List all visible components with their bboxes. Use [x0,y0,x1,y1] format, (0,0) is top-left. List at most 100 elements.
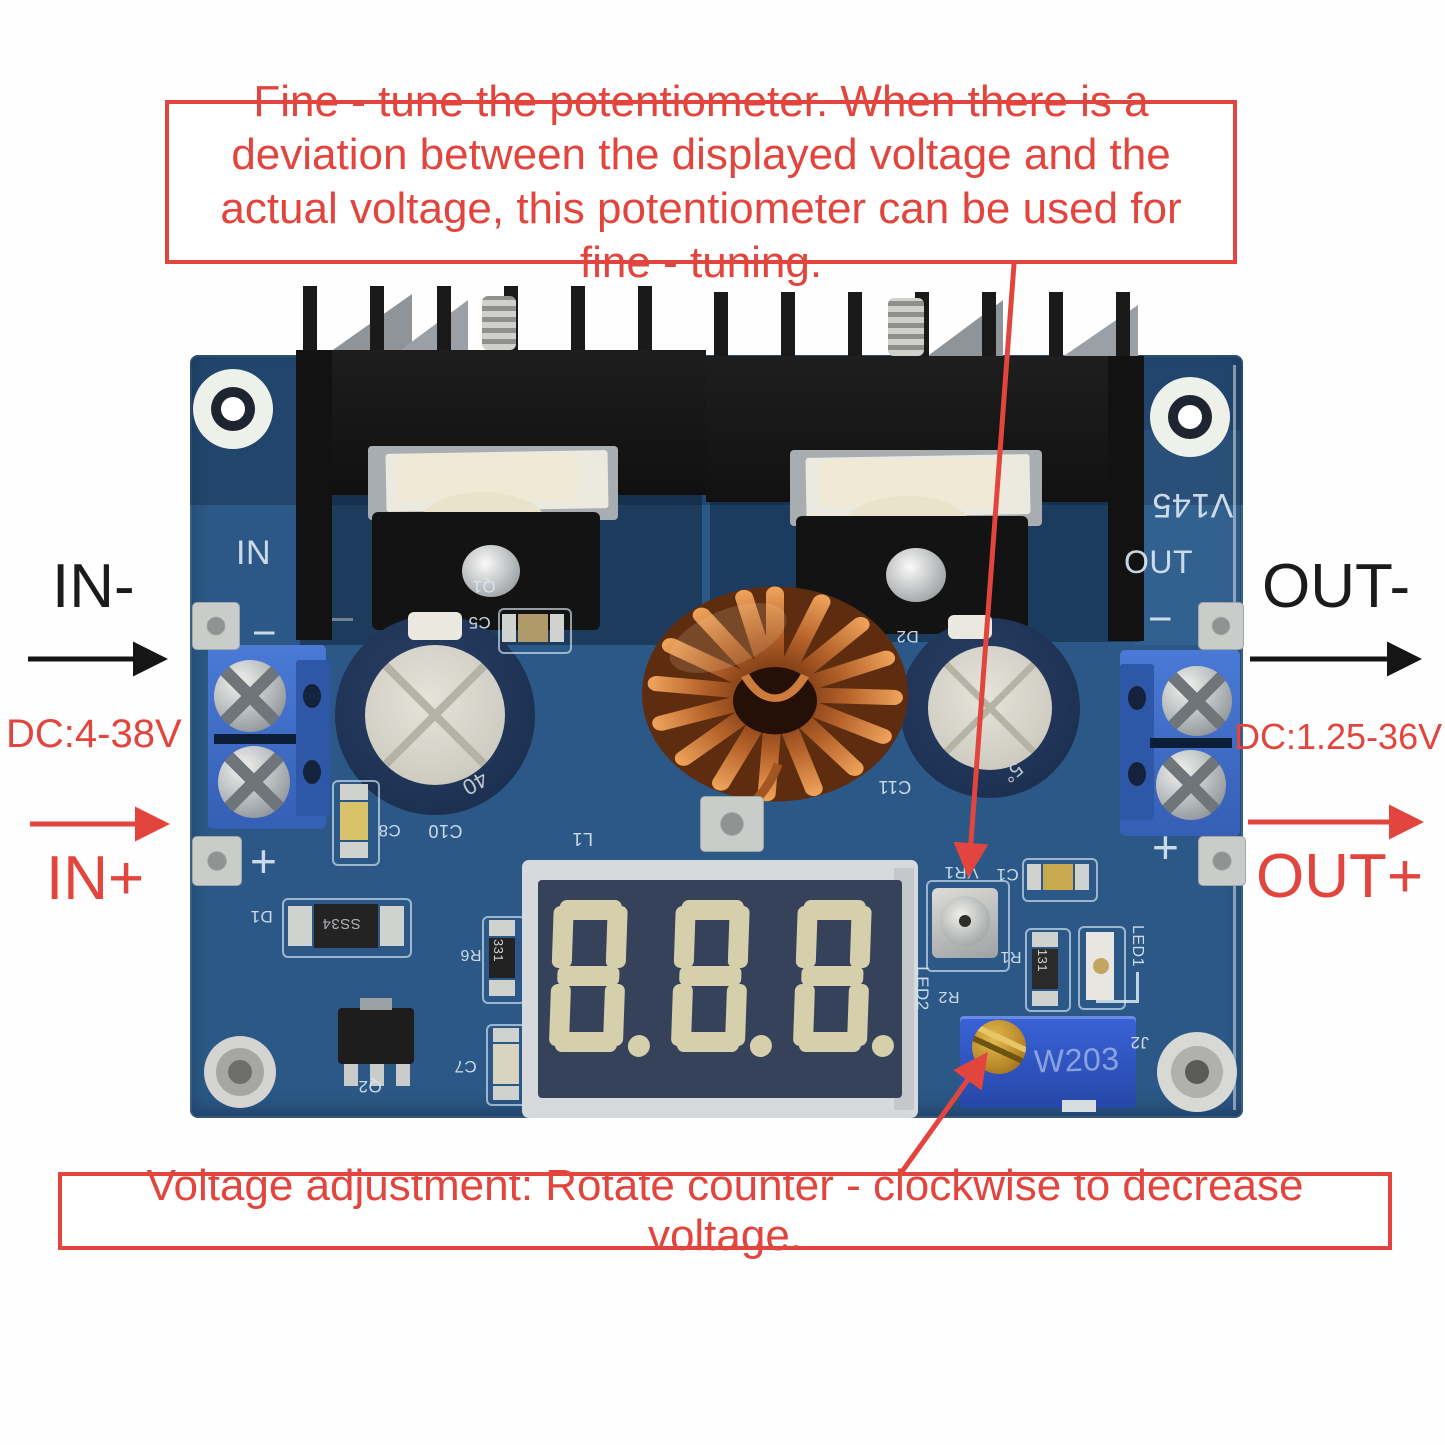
vr1-potentiometer-outline [926,880,1010,972]
r6-pad [489,920,515,936]
silkscreen-corner-bracket [1096,972,1139,1003]
d1-pad [288,906,312,946]
annotation-bottom-box: Voltage adjustment: Rotate counter - clo… [58,1161,1392,1260]
segment [681,900,744,920]
segment [551,906,574,968]
input-terminal-divider [214,734,296,744]
label-input-range: DC:4-38V [6,712,182,756]
led1-die [1093,958,1109,974]
seven-segment-display [522,860,918,1118]
segment [673,906,696,968]
output-pad-minus [1198,602,1244,650]
annotation-top-box: Fine - tune the potentiometer. When ther… [165,77,1237,287]
q2-tab [360,998,392,1010]
output-terminal-screw-bottom[interactable] [1156,750,1226,820]
r1-body [1032,949,1058,989]
input-terminal-wire-hole-bottom [303,760,321,784]
label-in-plus: IN+ [46,844,145,913]
toroid-inductor [642,586,908,826]
c8-pad [340,784,368,800]
silkscreen-in: IN [236,534,271,572]
c7-body [493,1044,519,1084]
silkscreen-in-plus: + [250,835,278,887]
c7-pad [493,1028,519,1042]
capacitor-left-vent-tab [408,612,462,640]
capacitor-right-top [928,646,1052,770]
decimal-point [627,1035,650,1057]
display-digit [549,900,650,1057]
q2-leg [344,1064,358,1086]
display-digit [793,900,894,1057]
voltage-adjust-note: Voltage adjustment: Rotate counter - clo… [146,1161,1304,1260]
output-terminal-wire-hole-bottom [1128,762,1146,786]
c1-body [1043,864,1073,890]
segment [554,1032,618,1052]
c8-pad [340,842,368,858]
segment [557,966,620,986]
input-pad-plus [192,836,242,886]
capacitor-left-top [365,645,505,785]
c5-pad [550,614,564,642]
segment [795,906,818,968]
heatsink-right-column [1108,356,1144,641]
segment [847,984,869,1046]
r1-pad [1032,991,1058,1006]
mounting-hole-top-left-bore [221,397,245,421]
component-c7 [486,1024,532,1106]
to220-left-ceramic-bar [398,455,578,499]
input-terminal-wire-hole-top [303,684,321,708]
r6-body [489,938,515,978]
heatsink-right-screw [888,298,924,356]
segment [549,984,571,1046]
component-r1 [1025,928,1071,1012]
label-out-plus: OUT+ [1256,842,1424,911]
segment [679,966,742,986]
rubber-foot-bottom-right-center [1185,1060,1209,1084]
component-led1 [1078,926,1126,1010]
to220-left-solder-blob [462,545,520,597]
segment [793,984,815,1046]
component-c1 [1022,858,1098,902]
decimal-point [871,1035,894,1057]
silkscreen-out-plus: + [1152,821,1180,873]
component-q2 [338,1008,414,1064]
label-out-minus: OUT- [1262,552,1411,621]
segment [801,966,864,986]
heatsink-right-fins [714,292,1144,362]
label-in-minus: IN- [52,552,135,621]
segment [676,1032,740,1052]
segment [605,906,628,968]
segment [798,1032,862,1052]
r1-pad [1032,932,1058,947]
component-d1 [282,898,412,958]
toroid-solder-pad [700,796,764,852]
input-terminal-screw-top[interactable] [214,660,286,732]
output-terminal-wire-hole-top [1128,686,1146,710]
segment [671,984,693,1046]
w203-bottom-tab [1062,1100,1096,1112]
r6-pad [489,980,515,996]
silkscreen-out: OUT [1124,544,1194,580]
c8-body [340,802,368,840]
output-terminal-screw-top[interactable] [1162,666,1232,736]
input-terminal-screw-bottom[interactable] [218,746,290,818]
fine-tune-pointer-icon [953,263,1017,878]
c5-body [518,614,548,642]
mounting-hole-top-right-bore [1178,405,1202,429]
vr1-center-dot [959,915,971,927]
display-digit [671,900,772,1057]
silkscreen-in-minus: − [252,609,278,656]
segment [849,906,872,968]
component-c8 [332,780,380,866]
decimal-point [749,1035,772,1057]
c1-pad [1027,864,1041,890]
c7-pad [493,1086,519,1100]
q2-leg [396,1064,410,1086]
silkscreen-out-minus: − [1148,595,1174,642]
q2-leg [370,1064,384,1086]
d1-pad [380,906,404,946]
segment [725,984,747,1046]
segment [803,900,866,920]
